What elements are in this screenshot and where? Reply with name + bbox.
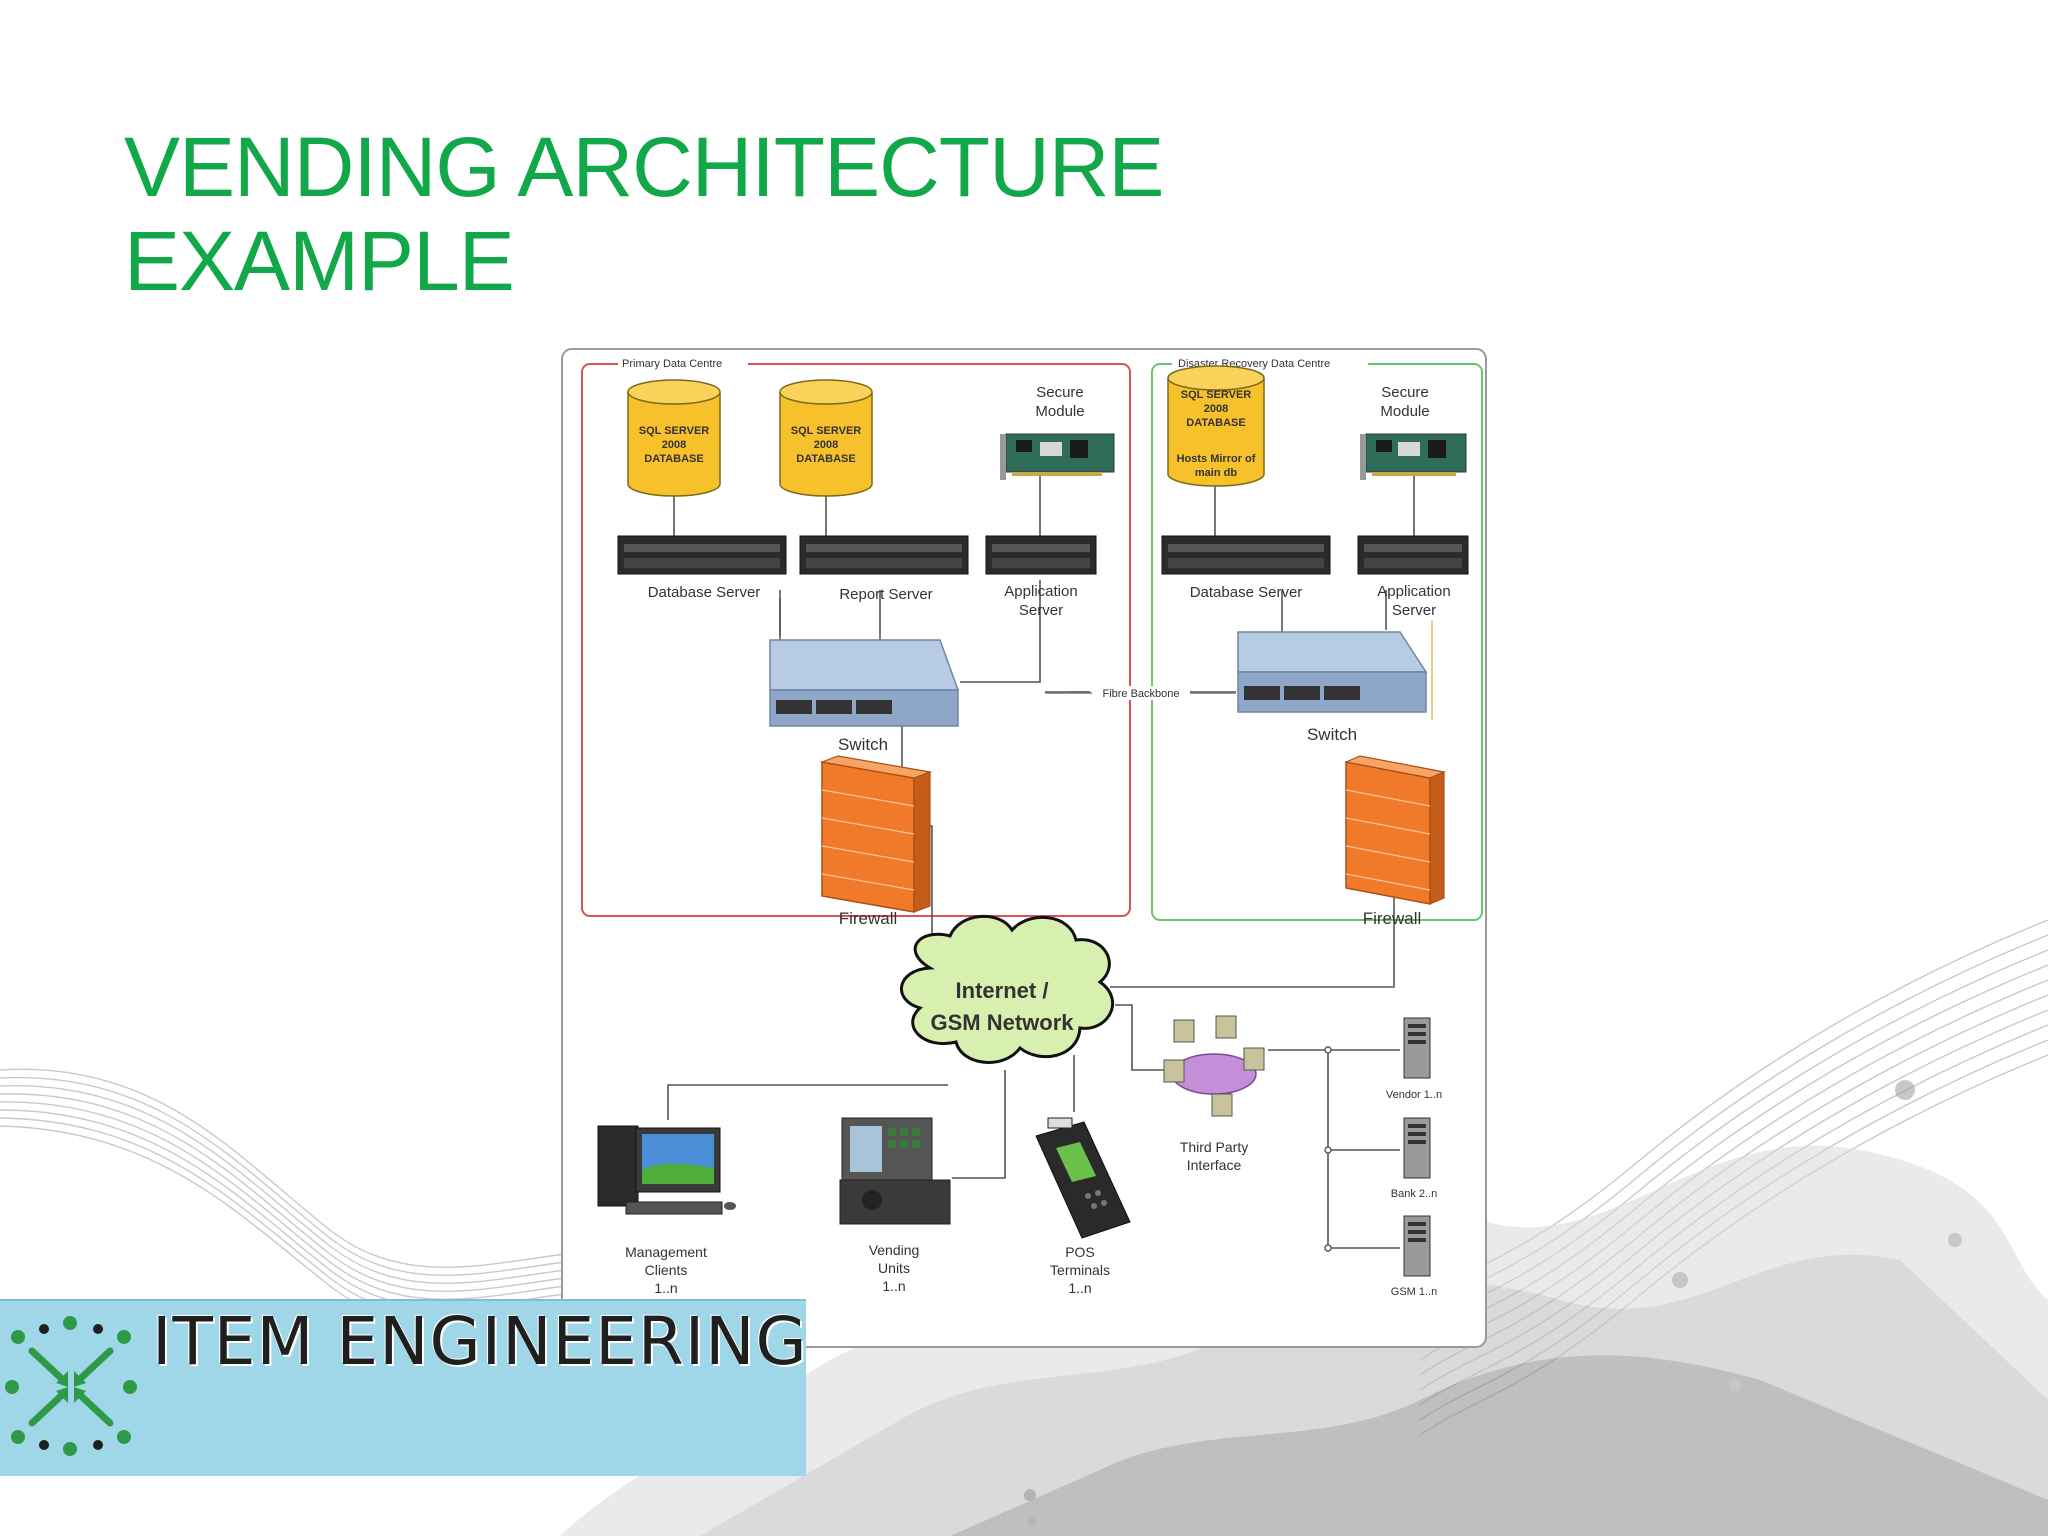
cloud-icon (900, 915, 1114, 1064)
network-switch-icon (769, 639, 960, 727)
dr-database-server-label: Database Server (1190, 584, 1303, 601)
vending-terminal-icon (839, 1117, 951, 1225)
management-clients: Management Clients 1..n (597, 1125, 736, 1296)
db2-line-1: SQL SERVER (791, 425, 862, 437)
dr-secure-module: Secure Module (1360, 384, 1467, 480)
compass-arrows-logo-icon (5, 1316, 137, 1456)
vending-units: Vending Units 1..n (839, 1117, 951, 1294)
tower-server-icon (1403, 1215, 1431, 1277)
gsm-label: GSM 1..n (1391, 1286, 1437, 1298)
dr-application-server-line-1: Application (1377, 583, 1450, 600)
bank-server: Bank 2..n (1391, 1117, 1437, 1200)
rack-server-icon (1161, 535, 1331, 575)
rack-server-icon (985, 535, 1097, 575)
rack-server-icon (1357, 535, 1469, 575)
pci-card-icon (1000, 433, 1115, 480)
third-party-interface: Third Party Interface (1163, 1015, 1265, 1173)
primary-database-server: Database Server (617, 535, 787, 601)
bank-label: Bank 2..n (1391, 1188, 1437, 1200)
db1-line-3: DATABASE (644, 453, 703, 465)
management-clients-line-1: Management (625, 1244, 707, 1260)
pos-terminals-line-1: POS (1065, 1244, 1095, 1260)
third-party-line-1: Third Party (1180, 1139, 1248, 1155)
pos-terminals-line-3: 1..n (1068, 1280, 1091, 1296)
primary-switch-label: Switch (838, 735, 888, 754)
dr-switch-label: Switch (1307, 725, 1357, 744)
internet-line-1: Internet / (956, 978, 1049, 1003)
primary-sql-database-1: SQL SERVER 2008 DATABASE (627, 379, 721, 497)
primary-secure-module-line-2: Module (1035, 403, 1084, 420)
vending-units-line-3: 1..n (882, 1278, 905, 1294)
meeting-table-icon (1163, 1015, 1265, 1117)
dr-db-line-1: SQL SERVER (1181, 389, 1252, 401)
dr-db-note-line-1: Hosts Mirror of (1177, 453, 1256, 465)
primary-data-centre-label: Primary Data Centre (622, 358, 722, 370)
dr-switch: Switch (1237, 631, 1428, 744)
gsm-server: GSM 1..n (1391, 1215, 1437, 1298)
diagram-panel (561, 348, 1487, 1348)
fibre-backbone-label: Fibre Backbone (1102, 688, 1179, 700)
dr-firewall: Firewall (1343, 755, 1447, 928)
logo-text: ITEM ENGINEERING (152, 1303, 808, 1380)
primary-report-server: Report Server (799, 535, 969, 603)
primary-sql-database-2: SQL SERVER 2008 DATABASE (779, 379, 873, 497)
firewall-brick-icon (1343, 755, 1447, 905)
dr-secure-module-line-2: Module (1380, 403, 1429, 420)
firewall-brick-icon (819, 755, 933, 913)
tower-server-icon (1403, 1117, 1431, 1179)
logo-bar: ITEM ENGINEERING (0, 1299, 808, 1476)
management-clients-line-2: Clients (645, 1262, 688, 1278)
network-switch-icon (1237, 631, 1428, 713)
internet-gsm-network: Internet / GSM Network (900, 915, 1114, 1064)
primary-firewall: Firewall (819, 755, 933, 928)
desktop-computer-icon (597, 1125, 736, 1215)
dr-application-server: Application Server (1357, 535, 1469, 619)
vendor-server: Vendor 1..n (1386, 1017, 1442, 1101)
primary-database-server-label: Database Server (648, 584, 761, 601)
db1-line-2: 2008 (662, 439, 686, 451)
pci-card-icon (1360, 433, 1467, 480)
dr-database-server: Database Server (1161, 535, 1331, 601)
vending-units-line-1: Vending (869, 1242, 920, 1258)
dr-db-note-line-2: main db (1195, 467, 1237, 479)
dr-db-line-3: DATABASE (1186, 417, 1245, 429)
pos-terminals-line-2: Terminals (1050, 1262, 1110, 1278)
slide-title-line-2: EXAMPLE (124, 214, 515, 308)
internet-line-2: GSM Network (930, 1010, 1074, 1035)
vending-units-line-2: Units (878, 1260, 910, 1276)
rack-server-icon (799, 535, 969, 575)
primary-data-centre-zone (581, 363, 1131, 917)
dr-application-server-line-2: Server (1392, 602, 1436, 619)
dr-firewall-label: Firewall (1363, 909, 1422, 928)
primary-application-server-line-2: Server (1019, 602, 1063, 619)
primary-application-server-line-1: Application (1004, 583, 1077, 600)
primary-switch: Switch (769, 639, 960, 754)
tower-server-icon (1403, 1017, 1431, 1079)
db1-line-1: SQL SERVER (639, 425, 710, 437)
slide-title: VENDING ARCHITECTURE EXAMPLE (124, 120, 1424, 308)
vendor-label: Vendor 1..n (1386, 1089, 1442, 1101)
db2-line-2: 2008 (814, 439, 838, 451)
primary-report-server-label: Report Server (839, 586, 932, 603)
pos-terminal-icon (1035, 1117, 1131, 1239)
slide-title-line-1: VENDING ARCHITECTURE (124, 120, 1164, 214)
rack-server-icon (617, 535, 787, 575)
pos-terminals: POS Terminals 1..n (1035, 1117, 1131, 1296)
management-clients-line-3: 1..n (654, 1280, 677, 1296)
db2-line-3: DATABASE (796, 453, 855, 465)
dr-db-line-2: 2008 (1204, 403, 1228, 415)
primary-firewall-label: Firewall (839, 909, 898, 928)
primary-secure-module-line-1: Secure (1036, 384, 1084, 401)
dr-sql-database: SQL SERVER 2008 DATABASE Hosts Mirror of… (1167, 365, 1265, 487)
primary-secure-module: Secure Module (1000, 384, 1115, 480)
third-party-line-2: Interface (1187, 1157, 1242, 1173)
primary-application-server: Application Server (985, 535, 1097, 619)
dr-secure-module-line-1: Secure (1381, 384, 1429, 401)
